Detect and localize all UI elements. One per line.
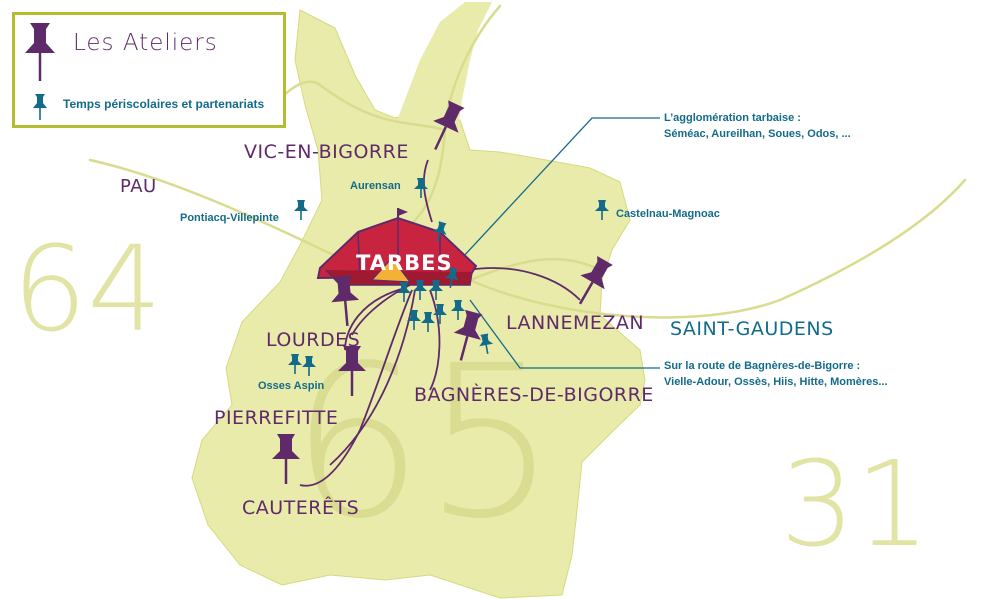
atelier-pin-bagneres xyxy=(453,309,483,361)
town-lannemezan: LANNEMEZAN xyxy=(506,312,645,334)
dept-31-number: 31 xyxy=(780,435,930,573)
partner-pin-osses-2 xyxy=(302,356,316,376)
partner-pin-south-1 xyxy=(407,310,421,330)
note-route-line2: Vielle-Adour, Ossès, Hiis, Hitte, Momère… xyxy=(664,376,888,388)
partner-pin-tarbes-2 xyxy=(413,280,427,300)
atelier-pin-lourdes xyxy=(331,275,360,327)
dept-65-number: 65 xyxy=(290,320,557,565)
legend-periscolaire-label: Temps périscolaires et partenariats xyxy=(63,97,265,111)
partner-pin-route xyxy=(479,333,494,354)
partner-pin-south-3 xyxy=(433,304,447,324)
town-pau: PAU xyxy=(120,176,157,197)
town-vic-en-bigorre: VIC-EN-BIGORRE xyxy=(244,141,409,163)
region-top-lobe xyxy=(398,2,492,128)
town-bagneres-de-bigorre: BAGNÈRES-DE-BIGORRE xyxy=(414,384,654,406)
note-route-bagneres: Sur la route de Bagnères-de-Bigorre : Vi… xyxy=(664,358,888,390)
legend-ateliers-label: Les Ateliers xyxy=(73,30,218,56)
partner-pin-castelnau xyxy=(595,200,609,220)
atelier-pin-lannemezan xyxy=(578,256,613,305)
partner-pin-osses-1 xyxy=(288,354,302,374)
partner-pin-aurensan xyxy=(414,178,428,198)
atelier-connectors xyxy=(299,159,581,487)
tarbes-label: TARBES xyxy=(356,251,453,275)
note-agglomeration-line2: Séméac, Aureilhan, Soues, Odos, ... xyxy=(664,128,851,140)
partner-aurensan: Aurensan xyxy=(350,180,401,192)
atelier-pin-cauterets xyxy=(272,434,300,484)
large-pushpin-icon xyxy=(25,23,55,81)
partner-osses-aspin: Osses Aspin xyxy=(258,380,325,392)
atelier-pin-pierrefitte xyxy=(338,346,366,396)
partner-pin-south-4 xyxy=(451,300,465,320)
legend-row-periscolaire: Temps périscolaires et partenariats xyxy=(31,93,264,121)
partner-pin-tarbes-1 xyxy=(397,282,411,302)
town-pierrefitte: PIERREFITTE xyxy=(214,407,339,429)
partner-pin-tarbes-3 xyxy=(429,280,443,300)
town-lourdes: LOURDES xyxy=(266,329,361,351)
note-agglomeration: L’agglomération tarbaise : Séméac, Aurei… xyxy=(664,110,851,142)
atelier-pin-vic xyxy=(433,100,465,151)
partner-pin-tarbes-east xyxy=(444,267,459,288)
partner-pin-tarbes-north xyxy=(432,221,447,242)
map-legend: Les Ateliers Temps périscolaires et part… xyxy=(12,12,286,128)
town-saint-gaudens: SAINT-GAUDENS xyxy=(670,318,834,340)
town-cauterets: CAUTERÊTS xyxy=(242,497,360,519)
note-route-line1: Sur la route de Bagnères-de-Bigorre : xyxy=(664,360,861,372)
partner-pin-south-2 xyxy=(421,312,435,332)
small-pushpin-icon xyxy=(33,94,47,120)
partner-castelnau-magnoac: Castelnau-Magnoac xyxy=(616,208,720,220)
legend-row-ateliers: Les Ateliers xyxy=(21,21,218,83)
note-connectors xyxy=(461,117,660,369)
hautes-pyrenees-region xyxy=(191,9,646,599)
note-agglomeration-line1: L’agglomération tarbaise : xyxy=(664,112,801,124)
partner-pin-pontiacq xyxy=(294,200,308,220)
partner-pontiacq-villepinte: Pontiacq-Villepinte xyxy=(180,212,279,224)
dept-64-number: 64 xyxy=(12,220,162,358)
